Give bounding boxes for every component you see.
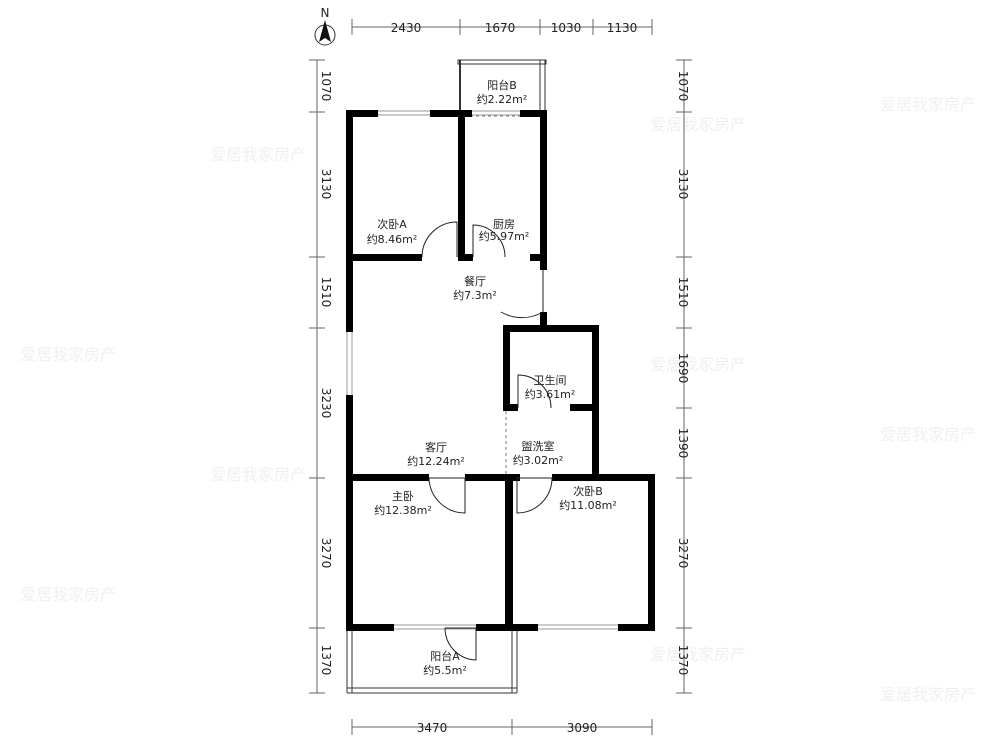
dim-left-4: 3230 bbox=[319, 388, 333, 419]
dim-left-5: 3270 bbox=[319, 538, 333, 569]
room-master-name: 主卧 bbox=[392, 490, 414, 503]
windows bbox=[346, 110, 618, 630]
room-bathroom-area: 约3.61m² bbox=[525, 388, 576, 401]
watermark: 爱居我家房产 bbox=[210, 465, 306, 484]
room-bathroom-name: 卫生间 bbox=[534, 373, 567, 387]
watermark: 爱居我家房产 bbox=[20, 345, 116, 364]
compass-label: N bbox=[321, 6, 330, 20]
walls bbox=[346, 110, 655, 631]
watermark: 爱居我家房产 bbox=[650, 645, 746, 664]
room-dining-name: 餐厅 bbox=[464, 274, 486, 288]
room-labels: 阳台B 约2.22m² 次卧A 约8.46m² 厨房 约5.97m² 餐厅 约7… bbox=[367, 78, 617, 677]
balcony-b-walls bbox=[457, 59, 547, 117]
dim-left-6: 1370 bbox=[319, 645, 333, 676]
dim-right-2: 3130 bbox=[676, 169, 690, 200]
dim-bottom-1: 3470 bbox=[417, 721, 448, 735]
north-arrow-icon: N bbox=[314, 6, 336, 46]
watermarks: 爱居我家房产 爱居我家房产 爱居我家房产 爱居我家房产 爱居我家房产 爱居我家房… bbox=[20, 95, 976, 704]
balcony-a-walls bbox=[346, 628, 518, 694]
dim-top-3: 1030 bbox=[551, 21, 582, 35]
room-balcony-b-name: 阳台B bbox=[487, 78, 517, 92]
room-master-area: 约12.38m² bbox=[374, 504, 432, 517]
dim-left-1: 1070 bbox=[319, 71, 333, 102]
room-bedroom-b-area: 约11.08m² bbox=[559, 499, 617, 512]
door-bedroom-a bbox=[421, 221, 458, 258]
watermark: 爱居我家房产 bbox=[880, 685, 976, 704]
watermark: 爱居我家房产 bbox=[880, 425, 976, 444]
room-kitchen-name: 厨房 bbox=[493, 218, 515, 231]
door-kitchen bbox=[472, 224, 506, 258]
watermark: 爱居我家房产 bbox=[650, 355, 746, 374]
dim-top-2: 1670 bbox=[485, 21, 516, 35]
dimension-left: 1070 3130 1510 3230 3270 1370 bbox=[309, 59, 333, 694]
watermark: 爱居我家房产 bbox=[210, 145, 306, 164]
room-balcony-b-area: 约2.22m² bbox=[477, 93, 528, 106]
dim-right-3: 1510 bbox=[676, 277, 690, 308]
door-dining bbox=[500, 270, 544, 319]
room-washroom-area: 约3.02m² bbox=[513, 454, 564, 467]
room-kitchen-area: 约5.97m² bbox=[479, 230, 530, 243]
dim-right-4: 1690 bbox=[676, 353, 690, 384]
doors bbox=[421, 221, 553, 661]
dimension-bottom: 3470 3090 bbox=[351, 719, 653, 735]
room-balcony-a-area: 约5.5m² bbox=[423, 664, 467, 677]
room-washroom-name: 盥洗室 bbox=[522, 439, 555, 453]
dim-top-1: 2430 bbox=[391, 21, 422, 35]
watermark: 爱居我家房产 bbox=[650, 115, 746, 134]
door-bathroom bbox=[517, 374, 552, 409]
room-dining-area: 约7.3m² bbox=[453, 289, 497, 302]
door-master bbox=[428, 477, 466, 514]
room-bedroom-a-area: 约8.46m² bbox=[367, 233, 418, 246]
room-living-area: 约12.24m² bbox=[407, 455, 465, 468]
dim-top-4: 1130 bbox=[607, 21, 638, 35]
room-balcony-a-name: 阳台A bbox=[430, 649, 460, 663]
dim-right-6: 3270 bbox=[676, 538, 690, 569]
room-bedroom-b-name: 次卧B bbox=[573, 484, 603, 498]
dim-bottom-2: 3090 bbox=[567, 721, 598, 735]
dim-right-1: 1070 bbox=[676, 71, 690, 102]
dim-left-3: 1510 bbox=[319, 277, 333, 308]
dimension-right: 1070 3130 1510 1690 1390 3270 1370 bbox=[676, 59, 692, 694]
room-living-name: 客厅 bbox=[425, 440, 447, 454]
door-balcony-a bbox=[444, 627, 477, 661]
watermark: 爱居我家房产 bbox=[20, 585, 116, 604]
dim-left-2: 3130 bbox=[319, 169, 333, 200]
watermark: 爱居我家房产 bbox=[880, 95, 976, 114]
dim-right-7: 1370 bbox=[676, 645, 690, 676]
dimension-top: 2430 1670 1030 1130 bbox=[351, 19, 653, 35]
door-bedroom-b bbox=[516, 477, 553, 514]
room-bedroom-a-name: 次卧A bbox=[377, 217, 407, 231]
dim-right-5: 1390 bbox=[676, 428, 690, 459]
